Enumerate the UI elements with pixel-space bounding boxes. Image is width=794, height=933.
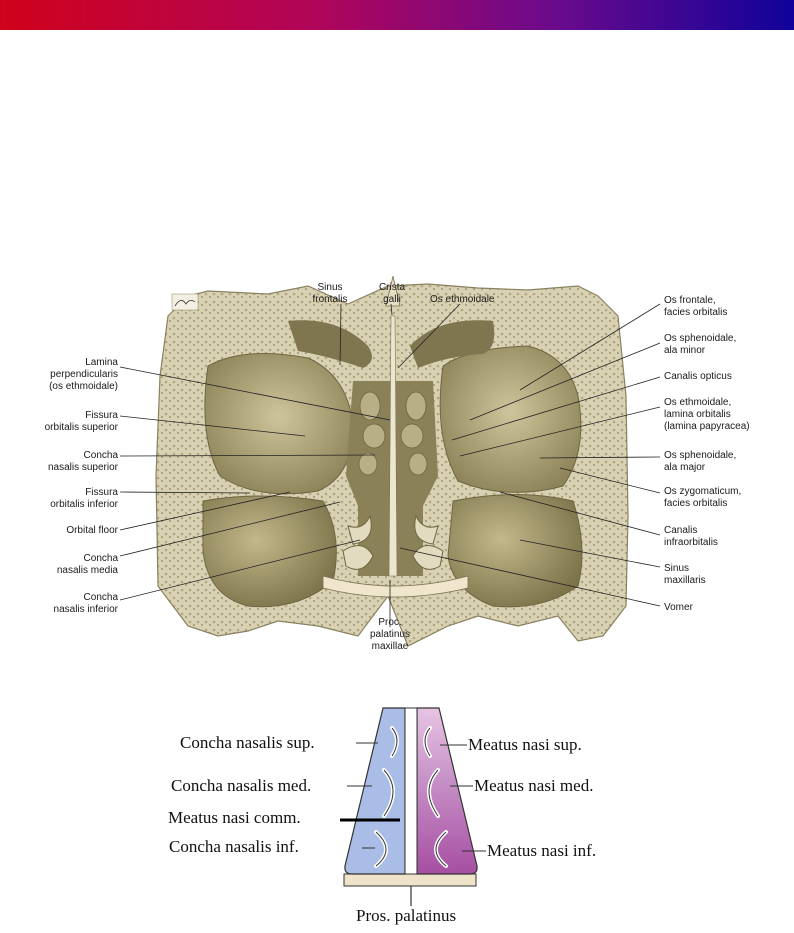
label-canalis-infraorbitalis: Canalis infraorbitalis xyxy=(664,525,718,548)
label-meatus-nasi-comm: Meatus nasi comm. xyxy=(168,808,301,827)
label-os-frontale: Os frontale, facies orbitalis xyxy=(664,295,728,318)
crista-galli xyxy=(385,276,401,307)
label-os-sphenoidale-ala-minor: Os sphenoidale, ala minor xyxy=(664,333,737,356)
label-meatus-nasi-inf: Meatus nasi inf. xyxy=(487,841,597,860)
label-concha-nasalis-inferior: Concha nasalis inferior xyxy=(53,592,118,615)
concha-inferior-left xyxy=(342,545,374,570)
label-sinus-frontalis: Sinus frontalis xyxy=(312,282,348,305)
label-concha-nasalis-superior: Concha nasalis superior xyxy=(47,450,118,473)
label-meatus-nasi-med: Meatus nasi med. xyxy=(474,776,594,795)
concha-inferior-right xyxy=(412,545,444,570)
label-concha-nasalis-media: Concha nasalis media xyxy=(56,553,118,576)
nasal-septum xyxy=(388,315,398,577)
right-maxillary-sinus xyxy=(447,494,583,608)
label-os-ethmoidale-lamina-orbitalis: Os ethmoidale, lamina orbitalis (lamina … xyxy=(664,397,750,432)
schematic-septum xyxy=(404,707,418,875)
label-concha-nasalis-med: Concha nasalis med. xyxy=(171,776,312,795)
label-concha-nasalis-inf: Concha nasalis inf. xyxy=(169,837,299,856)
frontal-sinus xyxy=(288,320,372,368)
hard-palate xyxy=(322,575,469,598)
label-canalis-opticus: Canalis opticus xyxy=(664,371,732,382)
label-os-sphenoidale-ala-major: Os sphenoidale, ala major xyxy=(664,450,737,473)
schematic-palate xyxy=(343,873,477,887)
schematic-right-cavity xyxy=(416,707,478,875)
schematic-left-cavity xyxy=(344,707,406,875)
label-proc-palatinus-maxillae: Proc. palatinus maxillae xyxy=(369,617,411,652)
label-fissura-orbitalis-superior: Fissura orbitalis superior xyxy=(44,410,118,433)
right-orbit xyxy=(439,345,582,493)
label-crista-galli: Crista galli xyxy=(378,282,406,305)
concha-media-right xyxy=(414,514,439,545)
ethmoid-cells xyxy=(358,391,428,476)
label-sinus-maxillaris: Sinus maxillaris xyxy=(664,563,706,586)
concha-media-left xyxy=(347,514,372,545)
label-os-ethmoidale: Os ethmoidale xyxy=(430,294,495,305)
label-os-zygomaticum: Os zygomaticum, facies orbitalis xyxy=(664,486,742,509)
header-gradient-bar xyxy=(0,0,794,30)
label-lamina-perpendicularis: Lamina perpendicularis (os ethmoidale) xyxy=(49,357,118,392)
label-pros-palatinus: Pros. palatinus xyxy=(356,906,457,925)
label-concha-nasalis-sup: Concha nasalis sup. xyxy=(180,733,315,752)
label-orbital-floor: Orbital floor xyxy=(66,525,118,536)
left-orbit xyxy=(204,353,354,495)
label-meatus-nasi-sup: Meatus nasi sup. xyxy=(468,735,582,754)
label-vomer: Vomer xyxy=(664,602,693,613)
label-fissura-orbitalis-inferior: Fissura orbitalis inferior xyxy=(50,487,118,510)
frontal-sinus-right xyxy=(410,320,495,368)
coronal-section-illustration xyxy=(155,276,629,647)
